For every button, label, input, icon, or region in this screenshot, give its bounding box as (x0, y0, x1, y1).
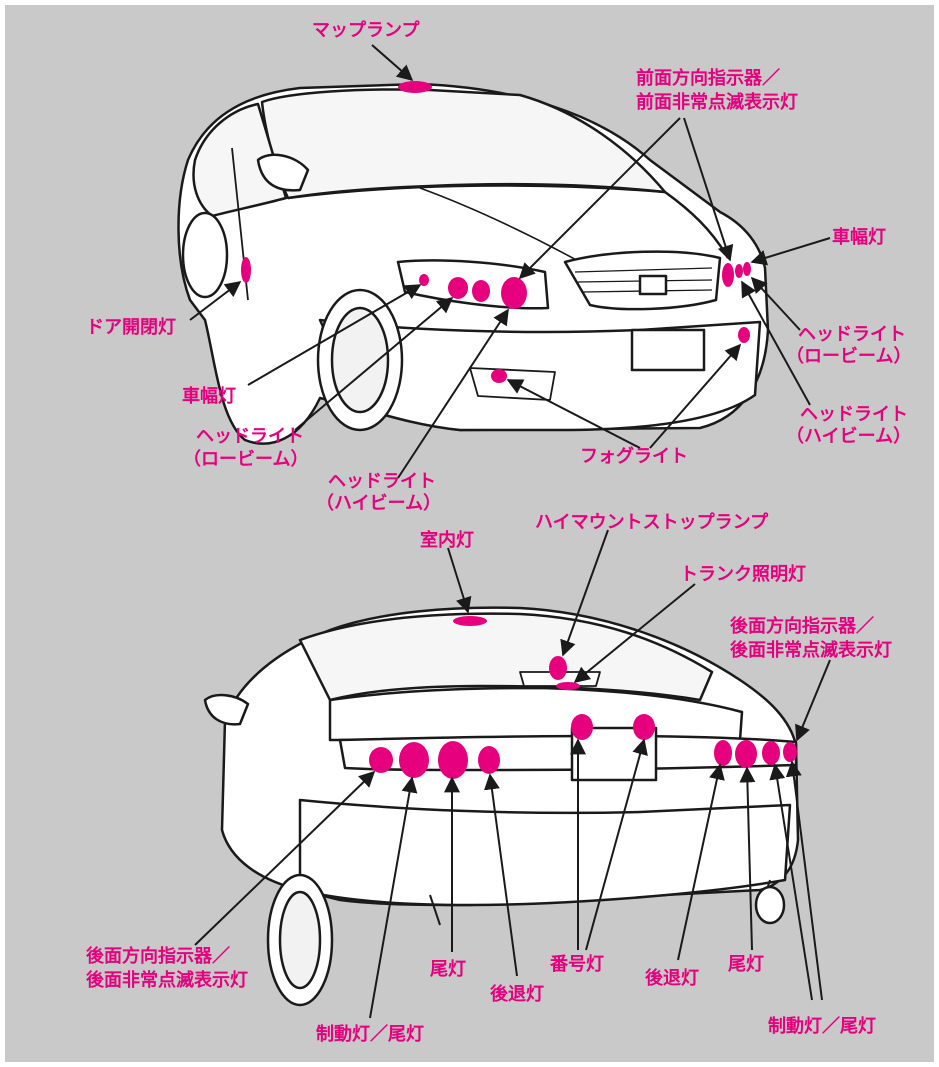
label-front-turn-1: 前面方向指示器／ (636, 67, 780, 89)
label-clearance-left: 車幅灯 (182, 385, 236, 407)
front-leader-lines (189, 44, 831, 479)
map-lamp-spot (398, 81, 432, 93)
label-reverse-right: 後退灯 (645, 967, 699, 989)
rear-leader-lines (194, 529, 831, 1019)
tail-right-spot (735, 740, 757, 768)
license-lamp-left-spot (571, 714, 593, 740)
label-headlight-high-left-2: （ハイビーム） (316, 493, 441, 514)
headlight-high-left-spot (501, 277, 527, 309)
label-clearance-right: 車幅灯 (832, 226, 886, 248)
headlight-high-left-inner-spot (472, 280, 490, 302)
label-fog: フォグライト (580, 445, 688, 467)
label-headlight-low-right-2: （ロービーム） (786, 346, 911, 367)
headlight-low-left-spot (448, 277, 468, 299)
interior-lamp-spot (453, 616, 487, 626)
fog-lamp-left-spot (491, 369, 507, 383)
label-license: 番号灯 (549, 954, 604, 975)
rear-turn-right-spot (783, 742, 797, 762)
label-rear-turn-left-1: 後面方向指示器／ (86, 945, 230, 967)
label-interior: 室内灯 (420, 529, 474, 551)
tail-left-spot (438, 741, 468, 779)
label-tail-right: 尾灯 (728, 954, 764, 975)
rear-turn-left-spot (369, 747, 393, 773)
rear-car-illustration (203, 606, 800, 1007)
label-tail-left: 尾灯 (430, 959, 466, 980)
label-headlight-high-right-2: （ハイビーム） (786, 426, 911, 447)
license-lamp-right-spot (633, 714, 655, 740)
reverse-left-spot (478, 746, 500, 774)
rear-labels: ハイマウントストップランプ 室内灯 トランク照明灯 後面方向指示器／ 後面非常点… (86, 511, 892, 1045)
front-car-illustration (177, 82, 770, 445)
label-headlight-low-left-1: ヘッドライト (196, 426, 304, 447)
brake-tail-right-spot (762, 741, 780, 765)
brake-tail-left-spot (399, 742, 429, 778)
clearance-lamp-right-spot (743, 262, 751, 276)
fog-lamp-right-spot (738, 327, 750, 343)
door-courtesy-lamp-spot (241, 257, 251, 283)
label-headlight-high-right-1: ヘッドライト (800, 404, 908, 425)
label-rear-turn-left-2: 後面非常点滅表示灯 (86, 969, 248, 991)
label-high-mount-stop: ハイマウントストップランプ (535, 511, 769, 533)
headlight-low-right-spot (735, 264, 743, 278)
label-brake-tail-right: 制動灯／尾灯 (768, 1015, 876, 1037)
label-front-turn-2: 前面非常点滅表示灯 (636, 91, 798, 113)
label-reverse-left: 後退灯 (490, 983, 544, 1005)
rear-lamps (369, 616, 797, 779)
label-trunk: トランク照明灯 (680, 564, 806, 585)
label-door-courtesy: ドア開閉灯 (86, 317, 176, 338)
trunk-lamp-spot (556, 682, 580, 690)
front-labels: マップランプ 前面方向指示器／ 前面非常点滅表示灯 車幅灯 ドア開閉灯 ヘッドラ… (86, 19, 911, 514)
label-map-lamp: マップランプ (312, 19, 420, 41)
label-rear-turn-right-1: 後面方向指示器／ (730, 615, 874, 637)
label-headlight-low-left-2: （ロービーム） (183, 449, 308, 470)
label-brake-tail-left: 制動灯／尾灯 (316, 1023, 424, 1045)
high-mount-stop-spot (549, 656, 567, 680)
front-lamps (241, 81, 751, 383)
label-headlight-low-right-1: ヘッドライト (798, 324, 906, 345)
clearance-lamp-left-spot (419, 274, 429, 286)
front-turn-right-spot (722, 263, 734, 287)
label-headlight-high-left-1: ヘッドライト (328, 471, 436, 492)
reverse-right-spot (714, 740, 732, 766)
label-rear-turn-right-2: 後面非常点滅表示灯 (730, 639, 892, 661)
